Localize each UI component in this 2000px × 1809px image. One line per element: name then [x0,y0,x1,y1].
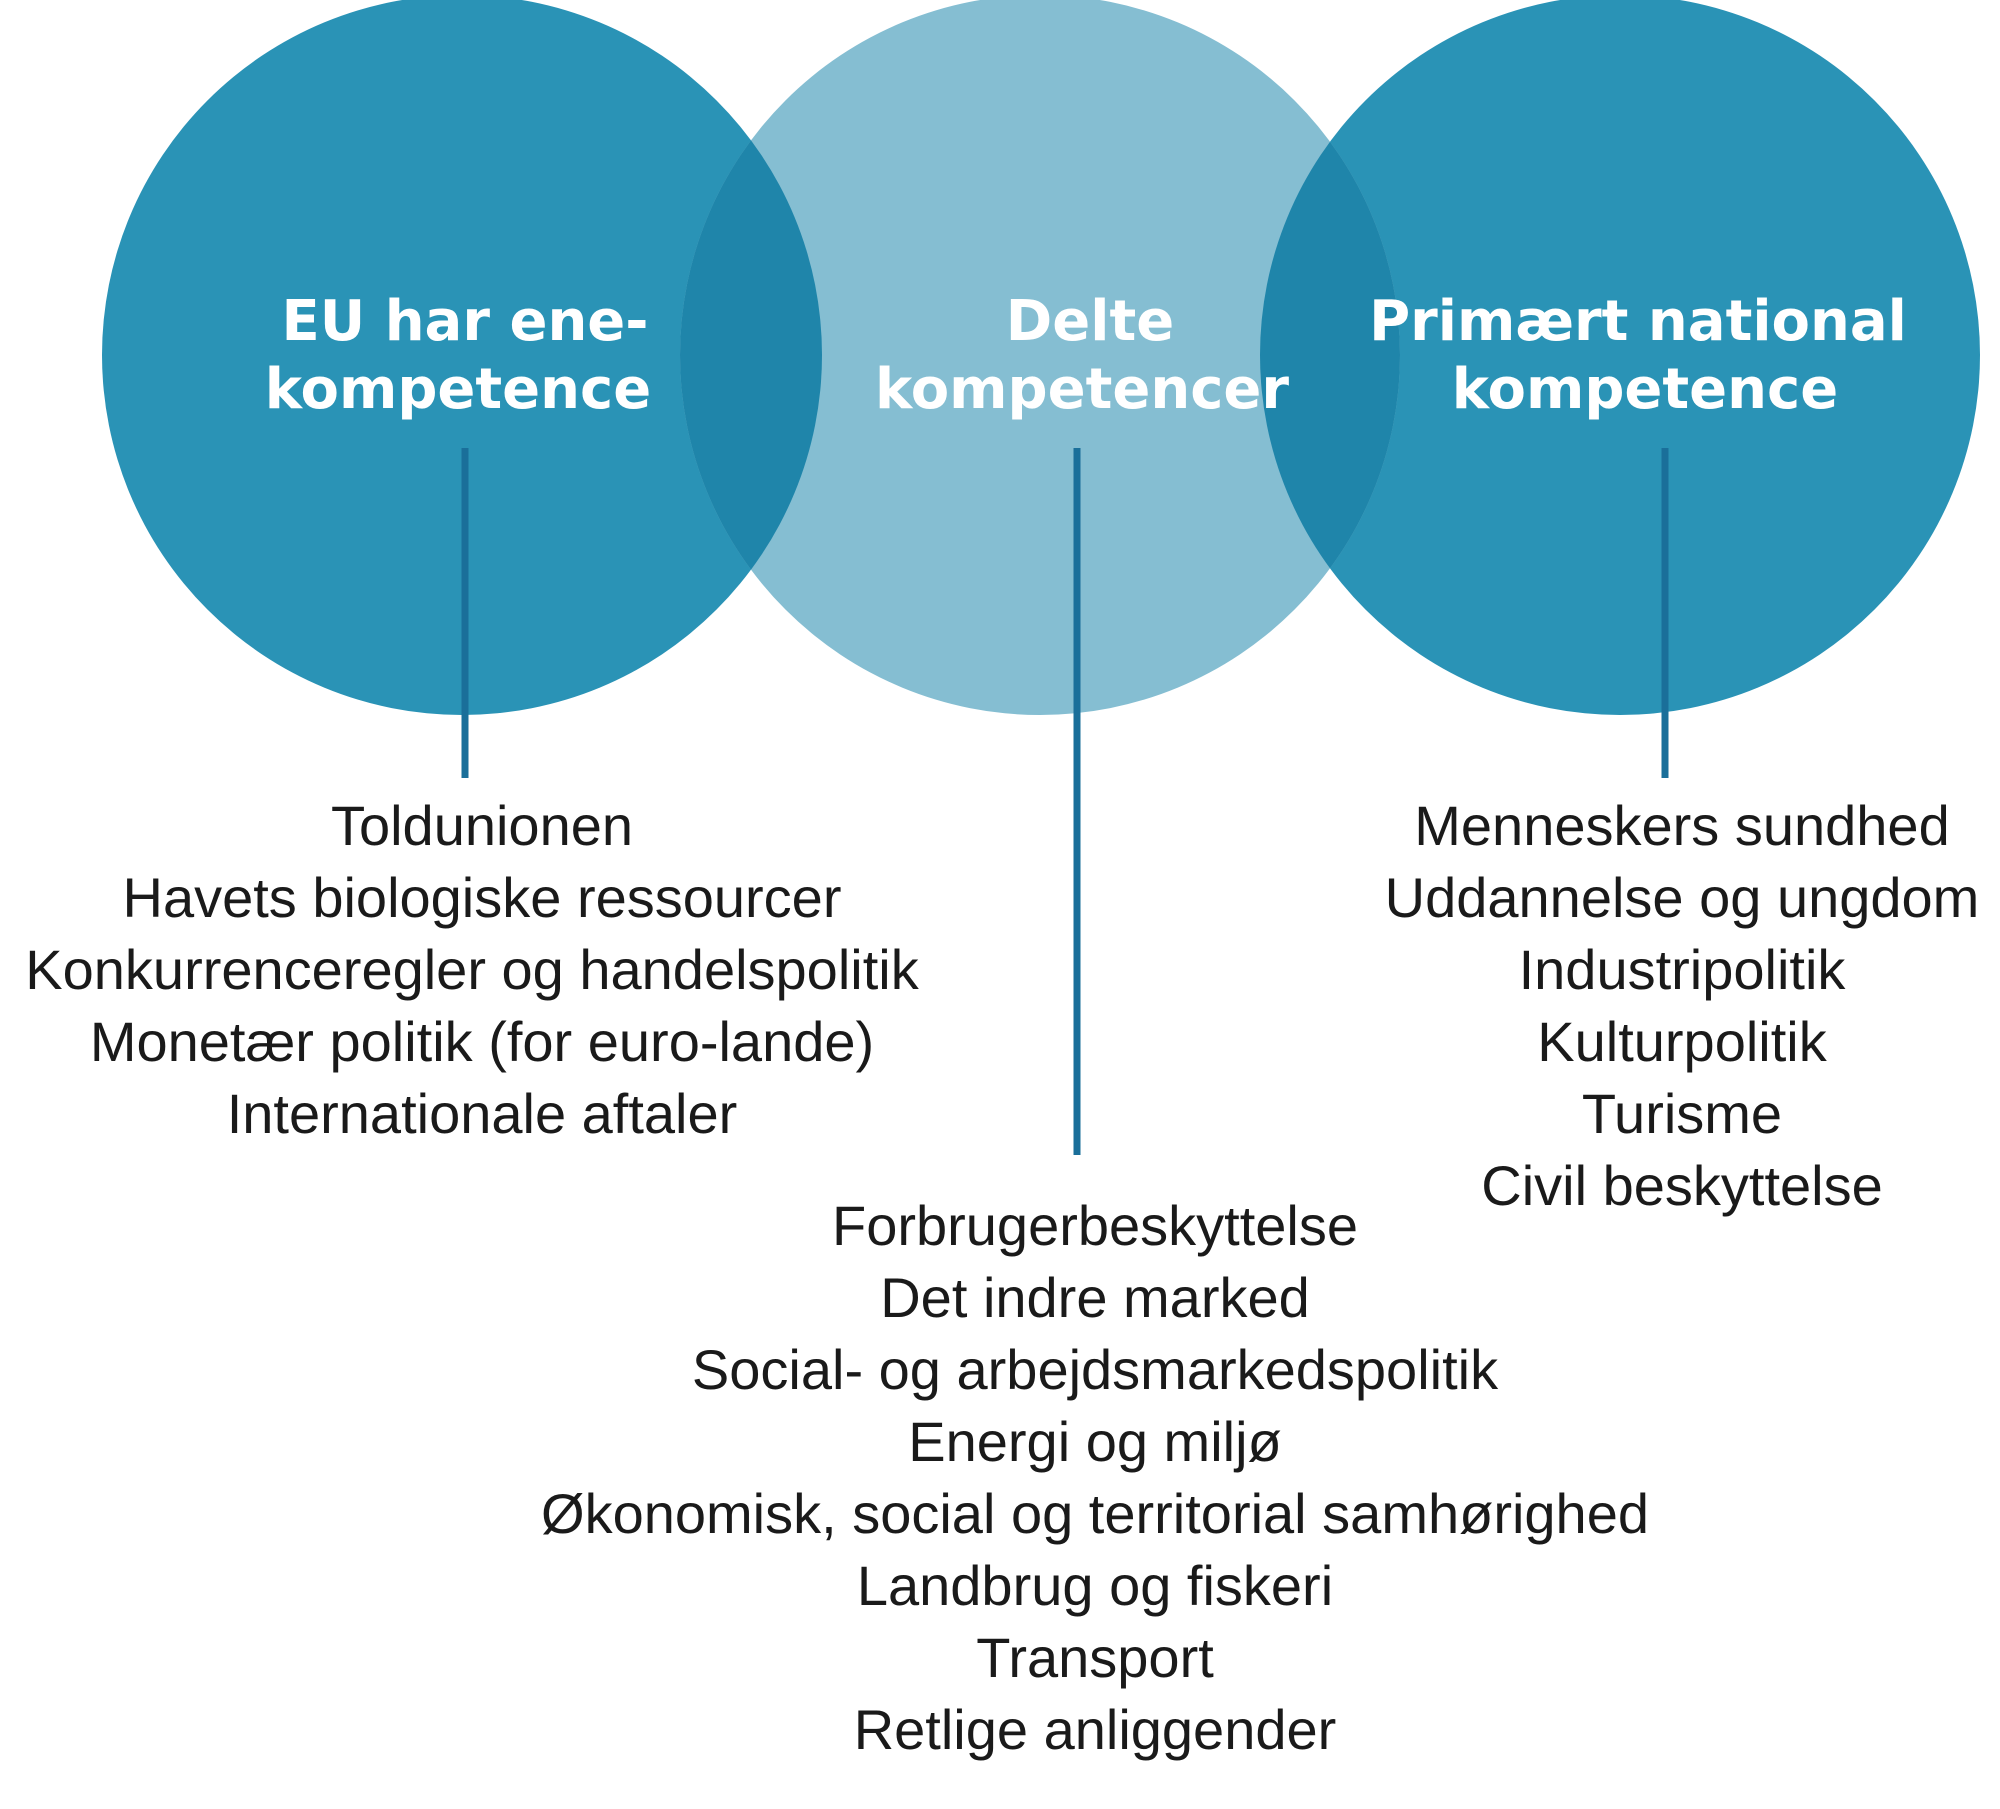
list-item: Energi og miljø [908,1410,1281,1473]
title-national-line-2: kompetence [1452,357,1838,422]
eu-item-list: Toldunionen Havets biologiske ressourcer… [25,794,919,1145]
title-eu-line-2: kompetence [265,357,651,422]
title-national-line-1: Primært national [1369,289,1907,354]
list-item: Social- og arbejdsmarkedspolitik [692,1338,1499,1401]
list-item: Det indre marked [880,1266,1310,1329]
title-shared-line-2: kompetencer [875,357,1289,422]
title-shared-line-1: Delte [1006,289,1174,354]
list-item: Menneskers sundhed [1414,794,1949,857]
list-item: Landbrug og fiskeri [857,1554,1333,1617]
list-item: Turisme [1582,1082,1782,1145]
list-item: Forbrugerbeskyttelse [832,1194,1358,1257]
circle-shared [680,0,1400,715]
list-item: Kulturpolitik [1537,1010,1827,1073]
circle-eu-exclusive [102,0,822,715]
list-item: Retlige anliggender [854,1698,1337,1761]
shared-item-list: Forbrugerbeskyttelse Det indre marked So… [541,1194,1649,1761]
list-item: Toldunionen [331,794,633,857]
list-item: Uddannelse og ungdom [1385,866,1980,929]
list-item: Civil beskyttelse [1481,1154,1882,1217]
list-item: Transport [976,1626,1214,1689]
list-item: Monetær politik (for euro-lande) [90,1010,874,1073]
list-item: Industripolitik [1519,938,1847,1001]
list-item: Internationale aftaler [227,1082,738,1145]
national-item-list: Menneskers sundhed Uddannelse og ungdom … [1385,794,1980,1217]
list-item: Konkurrenceregler og handelspolitik [25,938,919,1001]
list-item: Havets biologiske ressourcer [123,866,842,929]
circle-national [1260,0,1980,715]
list-item: Økonomisk, social og territorial samhøri… [541,1482,1649,1545]
title-eu-line-1: EU har ene- [281,289,648,354]
